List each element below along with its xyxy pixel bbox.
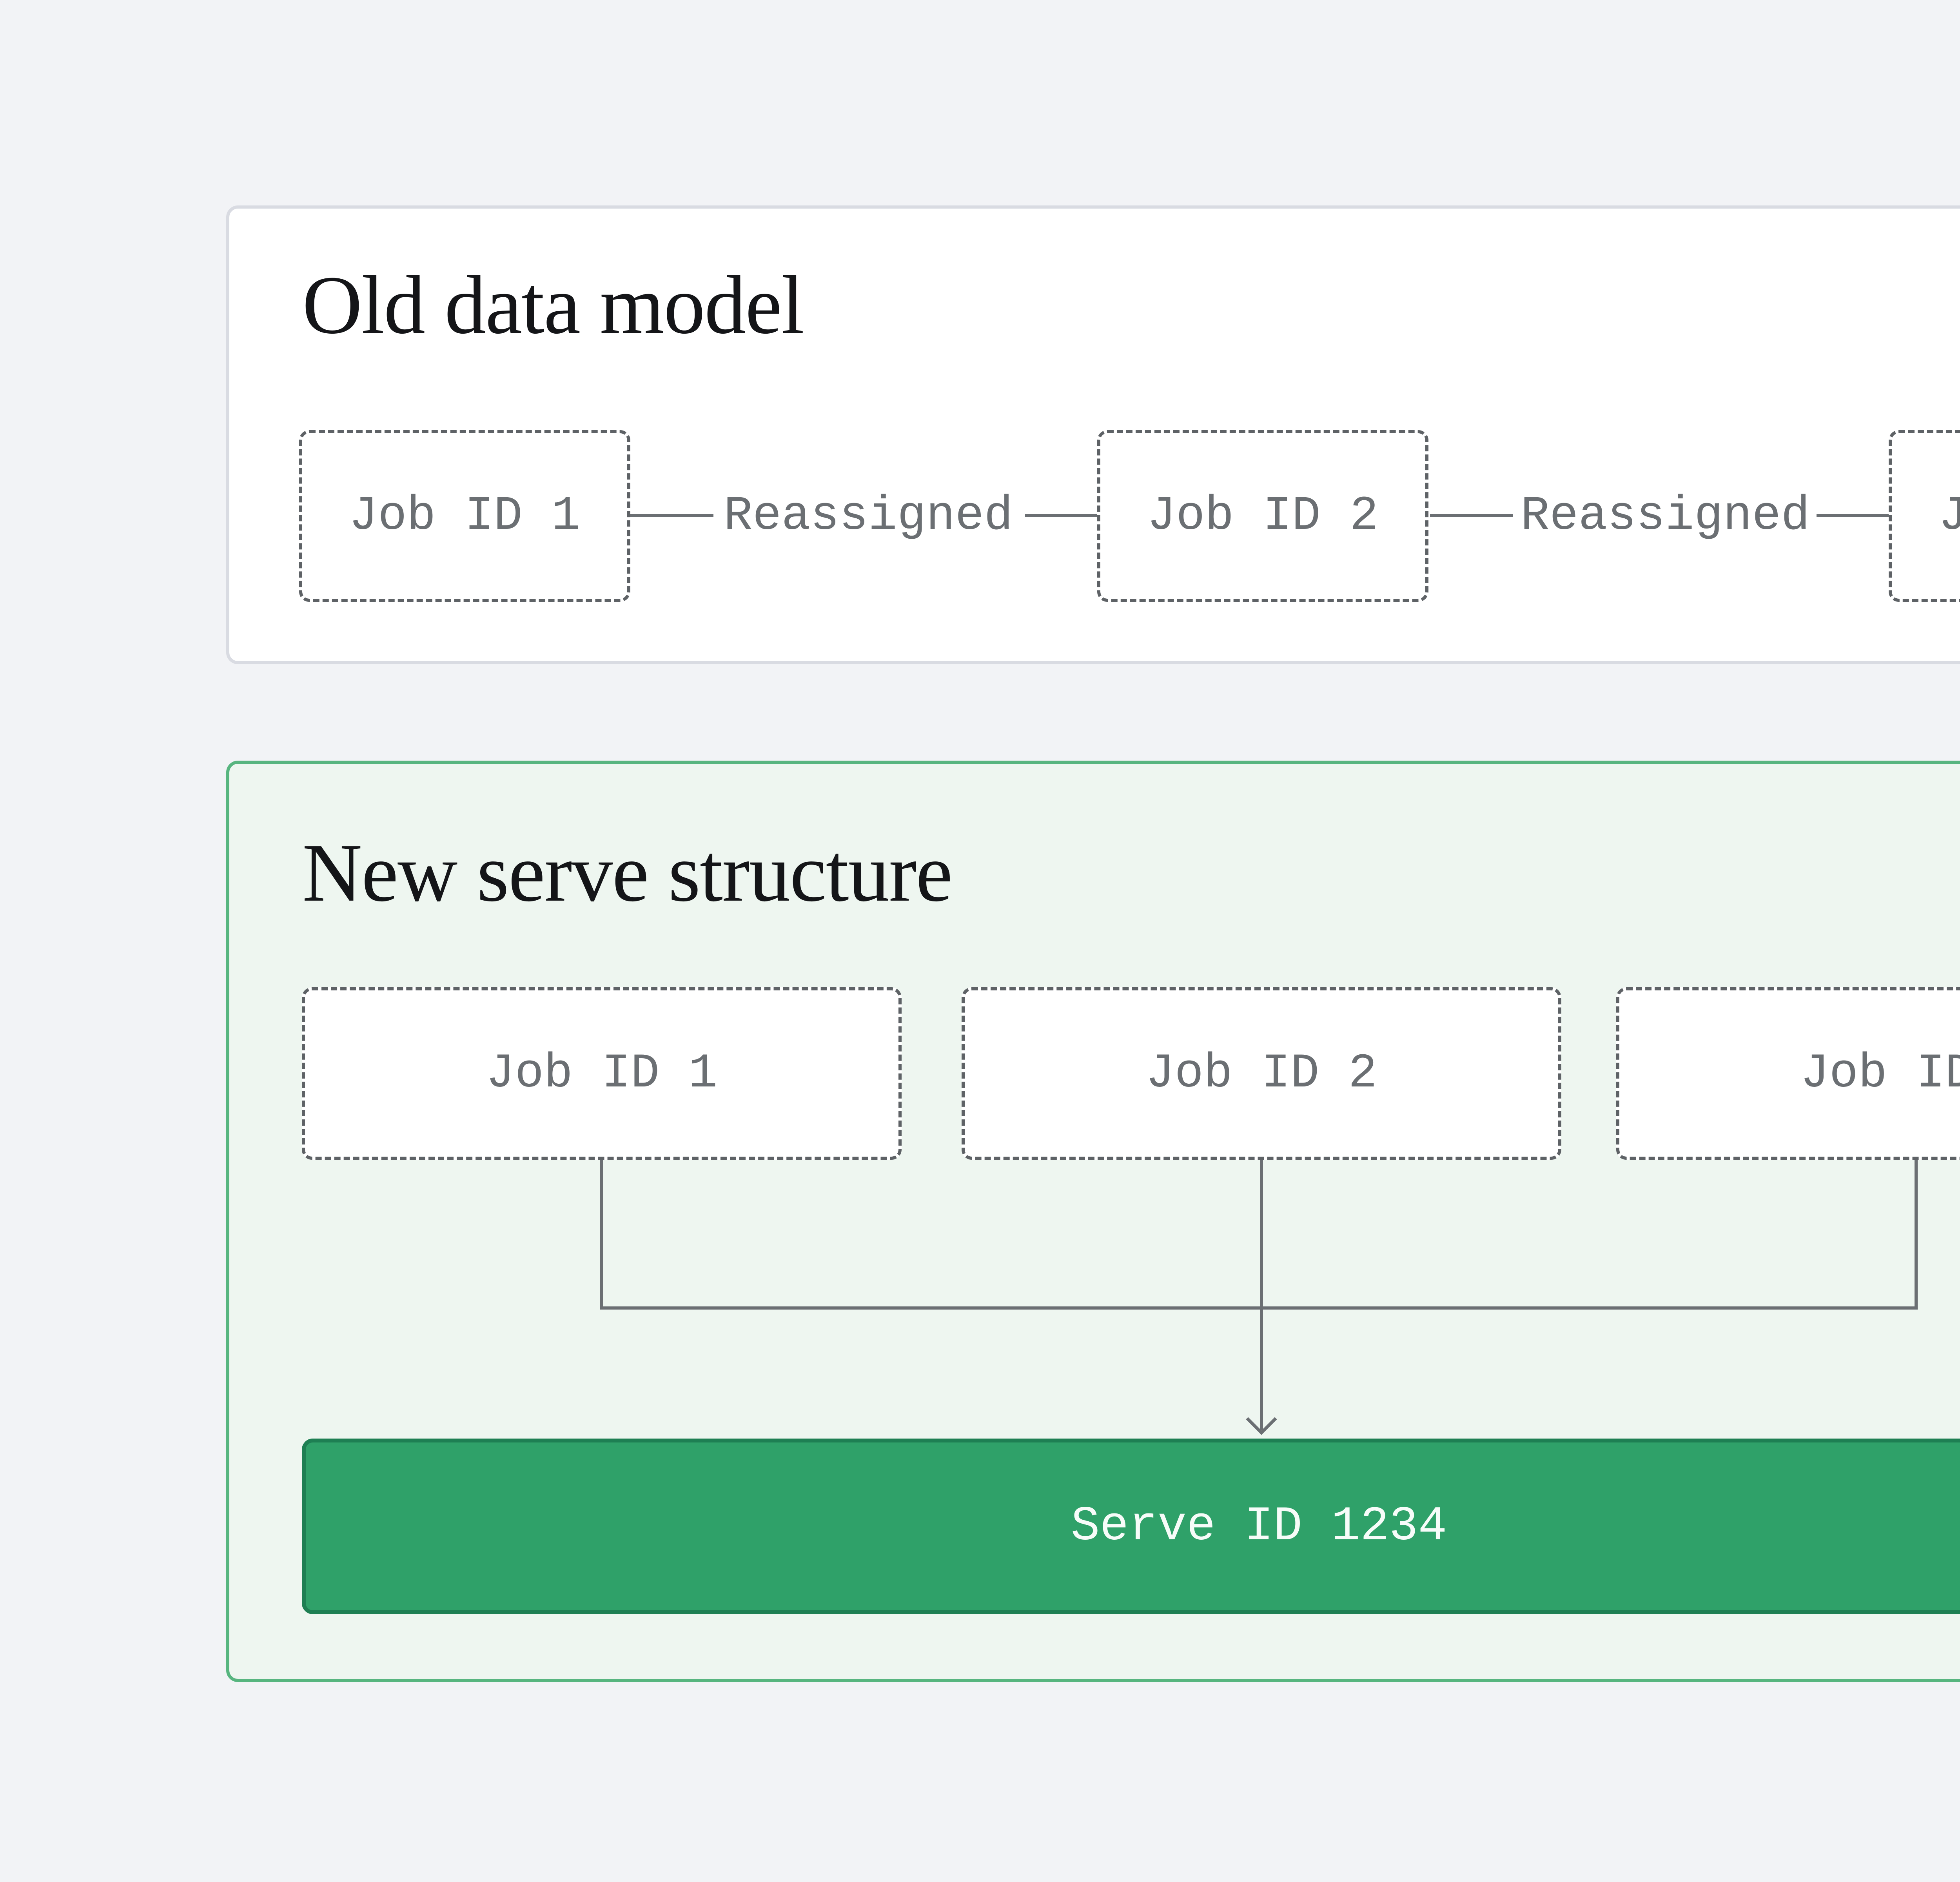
connector-line-left bbox=[600, 1160, 603, 1310]
new-panel-title: New serve structure bbox=[302, 827, 953, 919]
old-job-box-1-label: Job ID 1 bbox=[349, 489, 581, 543]
new-serve-structure-panel: New serve structure Job ID 1 Job ID 2 Jo… bbox=[226, 761, 1960, 1682]
arrow-down-icon bbox=[1246, 1404, 1277, 1435]
connector-line bbox=[1025, 514, 1097, 517]
connector-line bbox=[630, 514, 713, 517]
old-job-box-1: Job ID 1 bbox=[299, 430, 630, 602]
new-job-box-1: Job ID 1 bbox=[302, 987, 902, 1160]
reassigned-label-2: Reassigned bbox=[1520, 489, 1810, 543]
old-job-box-3-label: Job ID 3 bbox=[1938, 489, 1960, 543]
connector-line-right bbox=[1915, 1160, 1918, 1310]
old-job-box-2: Job ID 2 bbox=[1097, 430, 1428, 602]
connector-line bbox=[1430, 514, 1513, 517]
new-job-box-1-label: Job ID 1 bbox=[486, 1046, 718, 1101]
old-data-model-panel: Old data model Job ID 1 Reassigned Job I… bbox=[226, 205, 1960, 664]
connector-line-middle bbox=[1260, 1160, 1263, 1430]
new-job-box-2-label: Job ID 2 bbox=[1145, 1046, 1377, 1101]
old-panel-title: Old data model bbox=[302, 259, 804, 351]
serve-box-label: Serve ID 1234 bbox=[1071, 1499, 1447, 1554]
new-job-box-2: Job ID 2 bbox=[962, 987, 1561, 1160]
new-job-box-3-label: Job ID 3 bbox=[1800, 1046, 1960, 1101]
old-job-box-2-label: Job ID 2 bbox=[1147, 489, 1379, 543]
reassigned-label-1: Reassigned bbox=[723, 489, 1013, 543]
connector-line bbox=[1817, 514, 1889, 517]
connector-junction-bar bbox=[600, 1306, 1918, 1310]
old-job-box-3: Job ID 3 bbox=[1889, 430, 1960, 602]
serve-box: Serve ID 1234 bbox=[302, 1439, 1960, 1614]
new-job-box-3: Job ID 3 bbox=[1616, 987, 1960, 1160]
